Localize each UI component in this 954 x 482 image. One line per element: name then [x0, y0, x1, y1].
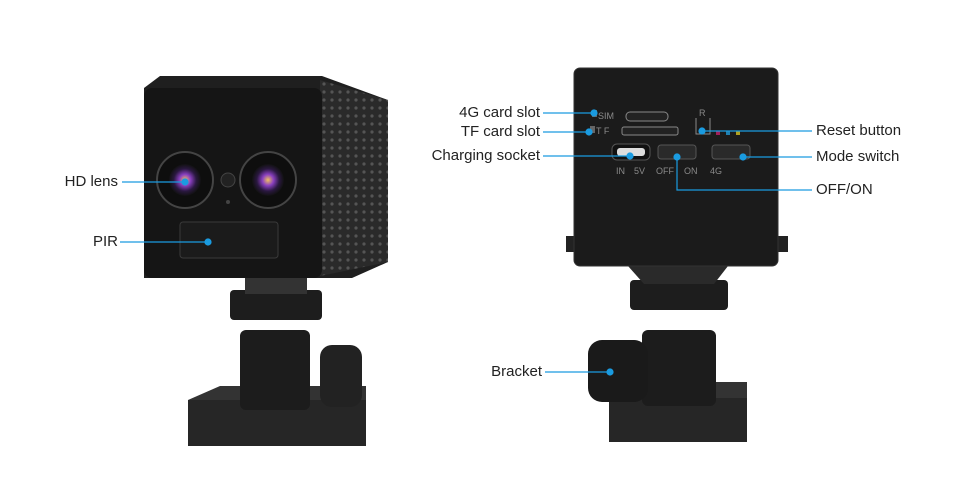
print-in: IN: [616, 166, 625, 176]
label-4g-card-slot: 4G card slot: [459, 104, 540, 121]
label-mode-switch: Mode switch: [816, 148, 900, 165]
print-on: ON: [684, 166, 698, 176]
print-r: R: [699, 108, 706, 118]
print-5v: 5V: [634, 166, 645, 176]
label-charging-socket: Charging socket: [431, 147, 540, 164]
label-pir: PIR: [92, 233, 118, 250]
knob: [588, 340, 648, 402]
label-tf-card-slot: TF card slot: [460, 123, 540, 140]
label-bracket: Bracket: [491, 363, 542, 380]
right-lens: [252, 164, 284, 196]
print-tf: T F: [596, 126, 610, 136]
front-camera: [144, 76, 388, 446]
pir-window: [179, 221, 279, 259]
label-off-on: OFF/ON: [816, 181, 873, 198]
print-sim: SIM: [598, 111, 614, 121]
callout-lines: [120, 109, 812, 376]
back-camera: [566, 67, 788, 442]
print-4g: 4G: [710, 166, 722, 176]
label-hd-lens: HD lens: [64, 173, 118, 190]
knob: [320, 345, 362, 407]
label-reset-button: Reset button: [816, 122, 902, 139]
print-off: OFF: [656, 166, 674, 176]
